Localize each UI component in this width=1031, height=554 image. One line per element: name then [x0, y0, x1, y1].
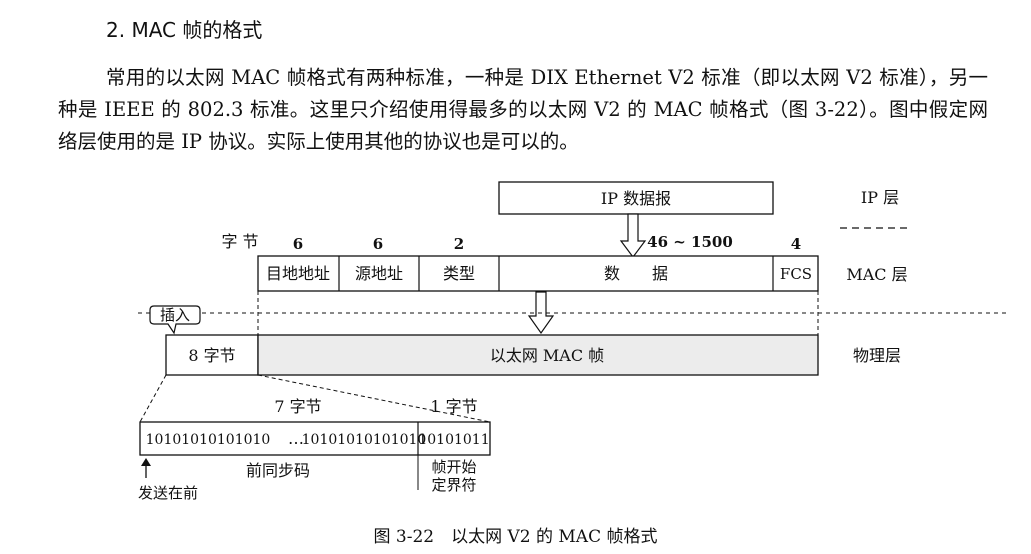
preamble-bytes-label: 8 字节: [188, 346, 235, 365]
sfd-name-line1: 帧开始: [431, 458, 476, 476]
preamble-bits-end: 10101010101010: [302, 432, 427, 448]
bytes-dest: 6: [293, 235, 303, 253]
mac-frame-box: [257, 255, 819, 292]
ethernet-frame-label: 以太网 MAC 帧: [490, 346, 604, 365]
preamble-name: 前同步码: [246, 461, 310, 480]
field-source-address: 源地址: [355, 264, 403, 283]
bytes-unit-label: 字 节: [221, 232, 258, 251]
bytes-fcs: 4: [791, 235, 801, 253]
physical-layer-label: 物理层: [853, 346, 901, 365]
insert-label: 插入: [160, 306, 190, 324]
insert-callout: [149, 305, 201, 335]
mac-layer-label: MAC 层: [846, 265, 907, 284]
bytes-src: 6: [373, 235, 383, 253]
field-fcs: FCS: [780, 265, 812, 283]
one-byte-label: 1 字节: [430, 397, 477, 416]
seven-bytes-label: 7 字节: [274, 397, 321, 416]
ethernet-frame-box: [257, 334, 819, 376]
body-paragraph: 常用的以太网 MAC 帧格式有两种标准，一种是 DIX Ethernet V2 …: [58, 66, 988, 153]
ip-layer-label: IP 层: [861, 188, 899, 207]
ip-datagram-label: IP 数据报: [601, 189, 671, 208]
field-dest-address: 目地地址: [266, 264, 330, 283]
bytes-data: 46 ~ 1500: [647, 233, 733, 251]
preamble-box: [165, 334, 259, 376]
down-arrow-ip-to-data: [619, 213, 647, 258]
section-heading: 2. MAC 帧的格式: [106, 18, 263, 42]
preamble-detail-box: [139, 421, 491, 456]
ip-datagram-box: [498, 181, 774, 215]
bytes-type: 2: [454, 235, 464, 253]
sfd-name-line2: 定界符: [431, 476, 476, 494]
sfd-bits: 10101011: [418, 432, 489, 448]
figure-caption: 图 3-22 以太网 V2 的 MAC 帧格式: [373, 527, 658, 547]
preamble-bits-start: 10101010101010: [146, 432, 271, 448]
preamble-ellipsis: …: [288, 429, 304, 448]
send-first-label: 发送在前: [138, 484, 198, 502]
field-type: 类型: [443, 264, 475, 283]
field-data: 数 据: [604, 264, 668, 283]
